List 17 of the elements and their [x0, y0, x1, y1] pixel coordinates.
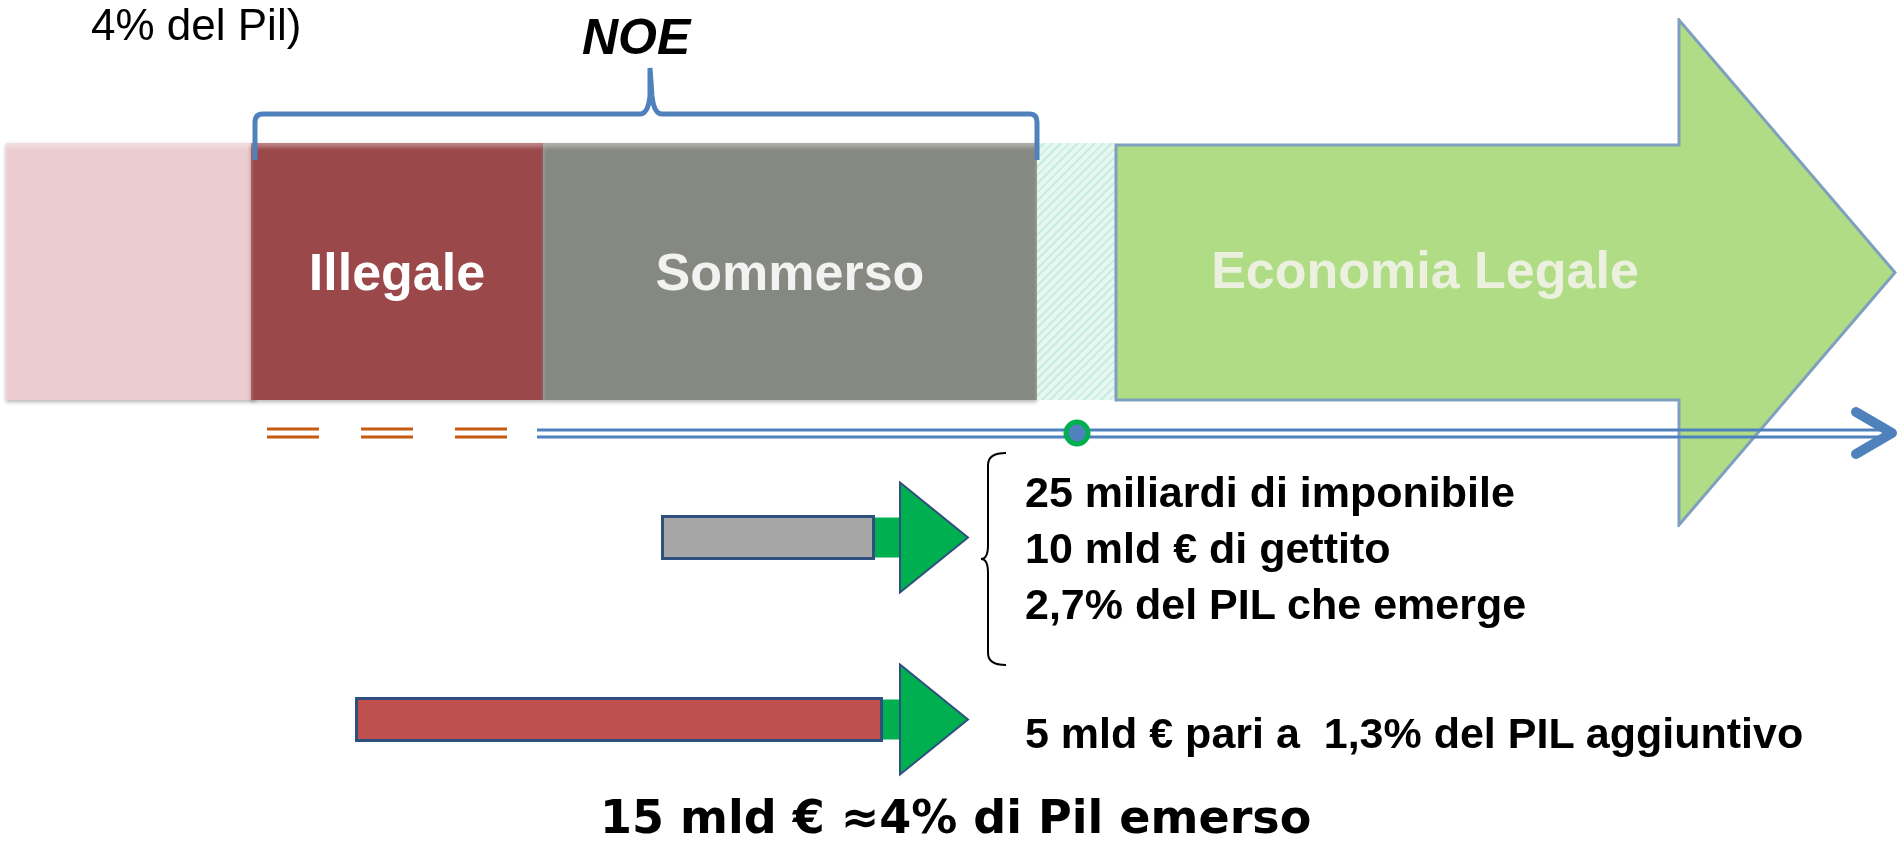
group-label: NOE [582, 8, 691, 66]
arrow-label: Economia Legale [1210, 240, 1640, 300]
segment-label: Illegale [308, 241, 486, 302]
block-arrow [875, 481, 969, 594]
segment-box [543, 143, 1037, 400]
note-text: 4% del Pil) [91, 0, 302, 50]
result-text: 10 mld € di gettito [1025, 523, 1392, 573]
summary-text: 15 mld € ≈4% di Pil emerso [600, 790, 1312, 844]
bar [661, 515, 875, 560]
hatched-box [1037, 143, 1118, 400]
bar [355, 697, 883, 742]
result-text: 2,7% del PIL che emerge [1025, 579, 1527, 629]
segment-box [251, 143, 543, 400]
result-text: 25 miliardi di imponibile [1025, 467, 1516, 517]
result-text: 5 mld € pari a 1,3% del PIL aggiuntivo [968, 710, 1898, 756]
block-arrow [883, 663, 969, 776]
segment-label: Sommerso [655, 241, 925, 302]
